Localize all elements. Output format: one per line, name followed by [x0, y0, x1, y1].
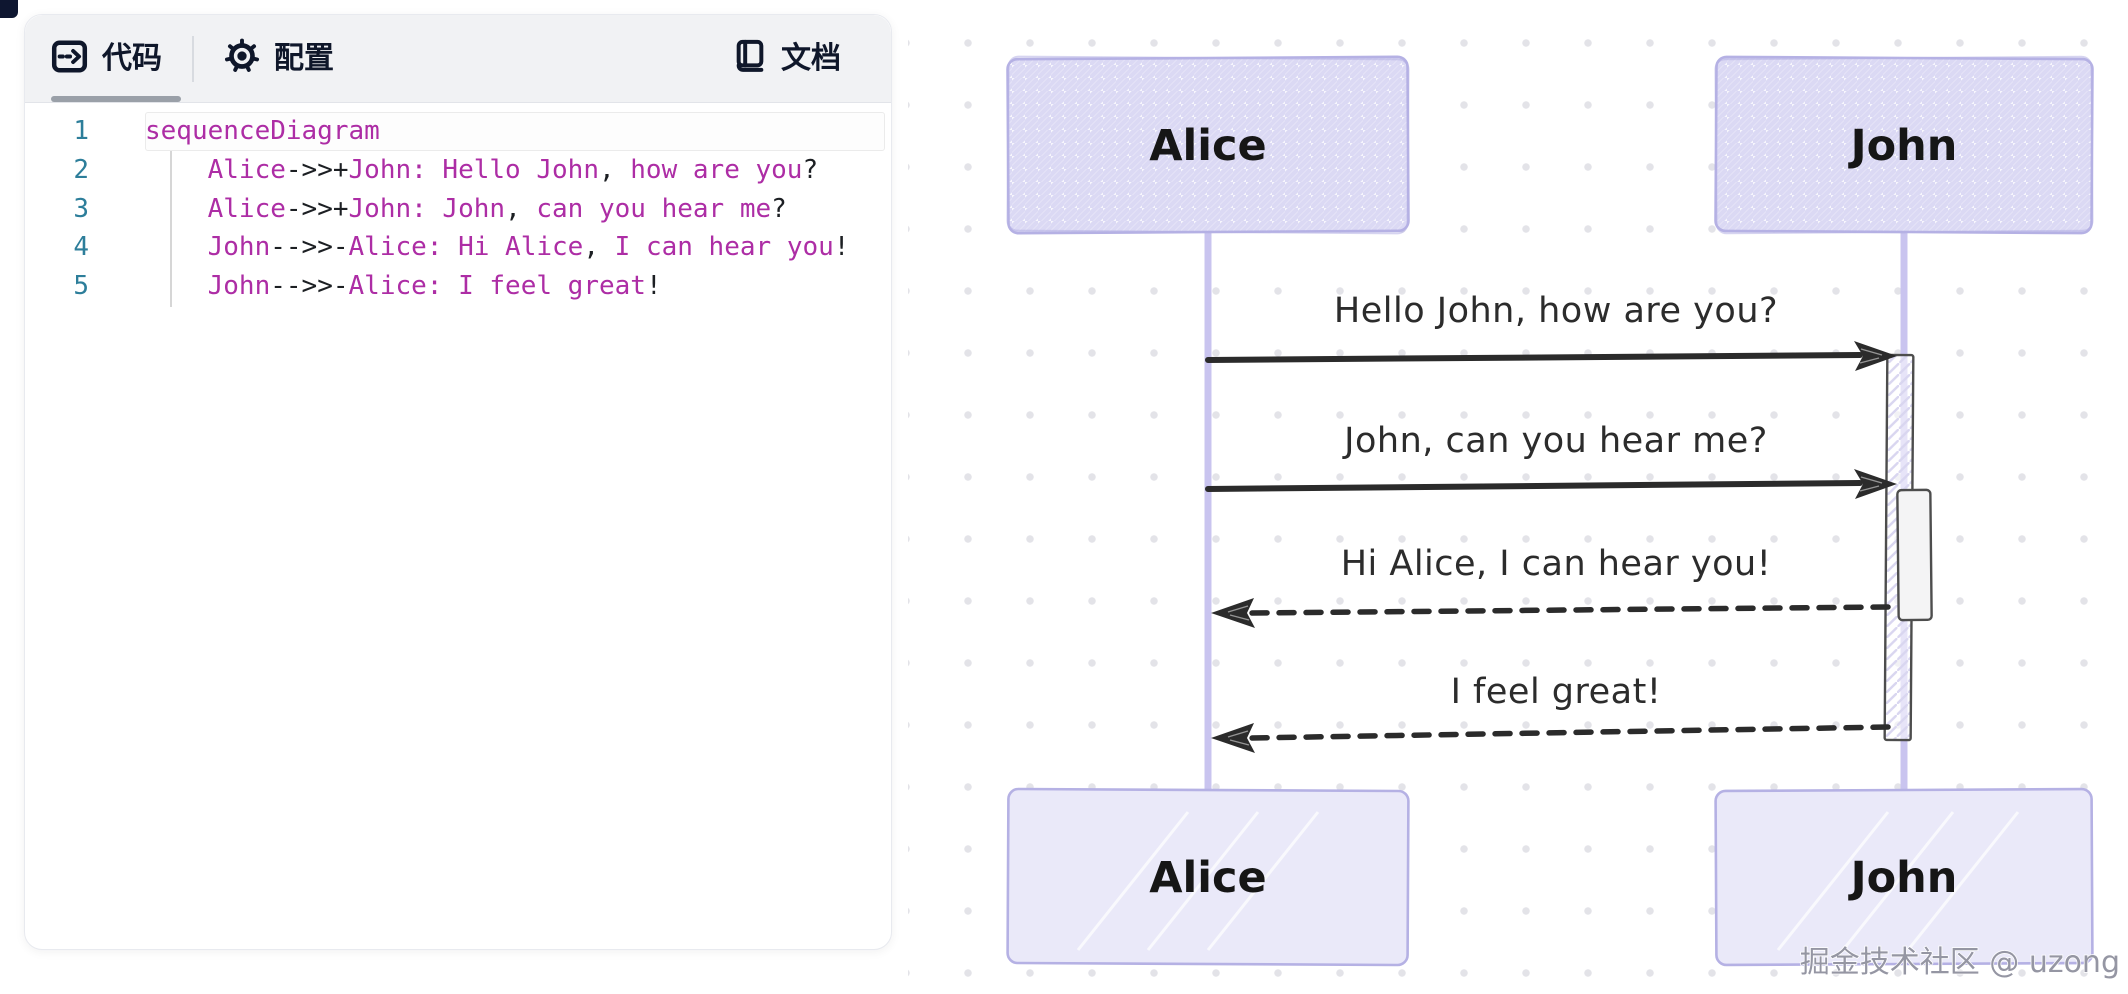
- line-number: 1: [73, 116, 89, 146]
- code-line[interactable]: 1 sequenceDiagram: [25, 112, 891, 151]
- code-content: John-->>-Alice: I feel great!: [145, 271, 662, 302]
- book-icon: [733, 39, 767, 78]
- line-number: 4: [73, 232, 89, 263]
- code-line[interactable]: 3 Alice->>+John: John, can you hear me?: [25, 190, 891, 229]
- code-content: Alice->>+John: John, can you hear me?: [145, 193, 787, 224]
- diagram-preview-pane[interactable]: Alice John Alice John: [908, 0, 2128, 994]
- tab-config-label: 配置: [274, 41, 334, 75]
- activation-bar-inner: [1896, 488, 1933, 622]
- editor-panel: 代码: [24, 14, 892, 950]
- indent-guide: [170, 151, 172, 307]
- code-icon: [51, 39, 88, 78]
- message-4-label: I feel great!: [1451, 672, 1662, 712]
- code-line[interactable]: 4 John-->>-Alice: Hi Alice, I can hear y…: [25, 228, 891, 267]
- actor-box-top-alice: Alice: [1006, 55, 1410, 235]
- actor-box-top-john: John: [1714, 55, 2094, 235]
- tab-config[interactable]: 配置: [224, 38, 334, 79]
- actor-label-bottom-john: John: [1848, 853, 1958, 903]
- arrowhead-left-2: [1211, 723, 1255, 753]
- message-2: John, can you hear me?: [1205, 421, 1897, 499]
- message-3-label: Hi Alice, I can hear you!: [1341, 544, 1772, 584]
- message-3: Hi Alice, I can hear you!: [1211, 544, 1891, 628]
- message-2-label: John, can you hear me?: [1342, 421, 1768, 461]
- watermark: 掘金技术社区 @ uzong: [1800, 945, 2120, 980]
- arrowhead-right-1: [1854, 341, 1897, 371]
- line-number: 3: [73, 193, 89, 224]
- arrowhead-right-2: [1854, 469, 1897, 499]
- active-tab-underline: [51, 96, 181, 102]
- actor-box-bottom-john: John: [1714, 787, 2094, 967]
- tab-docs-label: 文档: [781, 41, 841, 75]
- gear-icon: [224, 38, 260, 79]
- code-editor[interactable]: 1 sequenceDiagram 2 Alice->>+John: Hello J…: [25, 103, 891, 307]
- code-content: sequenceDiagram: [145, 116, 380, 146]
- tab-divider: [192, 35, 194, 82]
- sequence-diagram: Alice John Alice John: [1006, 55, 2121, 981]
- actor-label-top-alice: Alice: [1149, 121, 1266, 171]
- editor-tab-bar: 代码: [25, 15, 891, 103]
- arrowhead-left-1: [1211, 598, 1255, 628]
- code-line[interactable]: 2 Alice->>+John: Hello John, how are you…: [25, 151, 891, 190]
- line-number: 2: [73, 154, 89, 185]
- corner-artifact: [0, 0, 18, 18]
- code-lines: 1 sequenceDiagram 2 Alice->>+John: Hello J…: [25, 112, 891, 306]
- actor-label-bottom-alice: Alice: [1149, 853, 1266, 903]
- tab-code-label: 代码: [102, 41, 162, 75]
- message-1-label: Hello John, how are you?: [1334, 291, 1778, 331]
- actor-label-top-john: John: [1848, 121, 1958, 171]
- code-content: John-->>-Alice: Hi Alice, I can hear you…: [145, 232, 850, 263]
- tab-code[interactable]: 代码: [51, 39, 162, 78]
- line-number: 5: [73, 271, 89, 302]
- code-line[interactable]: 5 John-->>-Alice: I feel great!: [25, 267, 891, 306]
- code-content: Alice->>+John: Hello John, how are you?: [145, 154, 819, 185]
- tab-docs[interactable]: 文档: [733, 39, 841, 78]
- message-4: I feel great!: [1211, 672, 1891, 753]
- message-1: Hello John, how are you?: [1205, 291, 1897, 371]
- actor-box-bottom-alice: Alice: [1006, 787, 1410, 967]
- current-line-highlight: [145, 112, 885, 151]
